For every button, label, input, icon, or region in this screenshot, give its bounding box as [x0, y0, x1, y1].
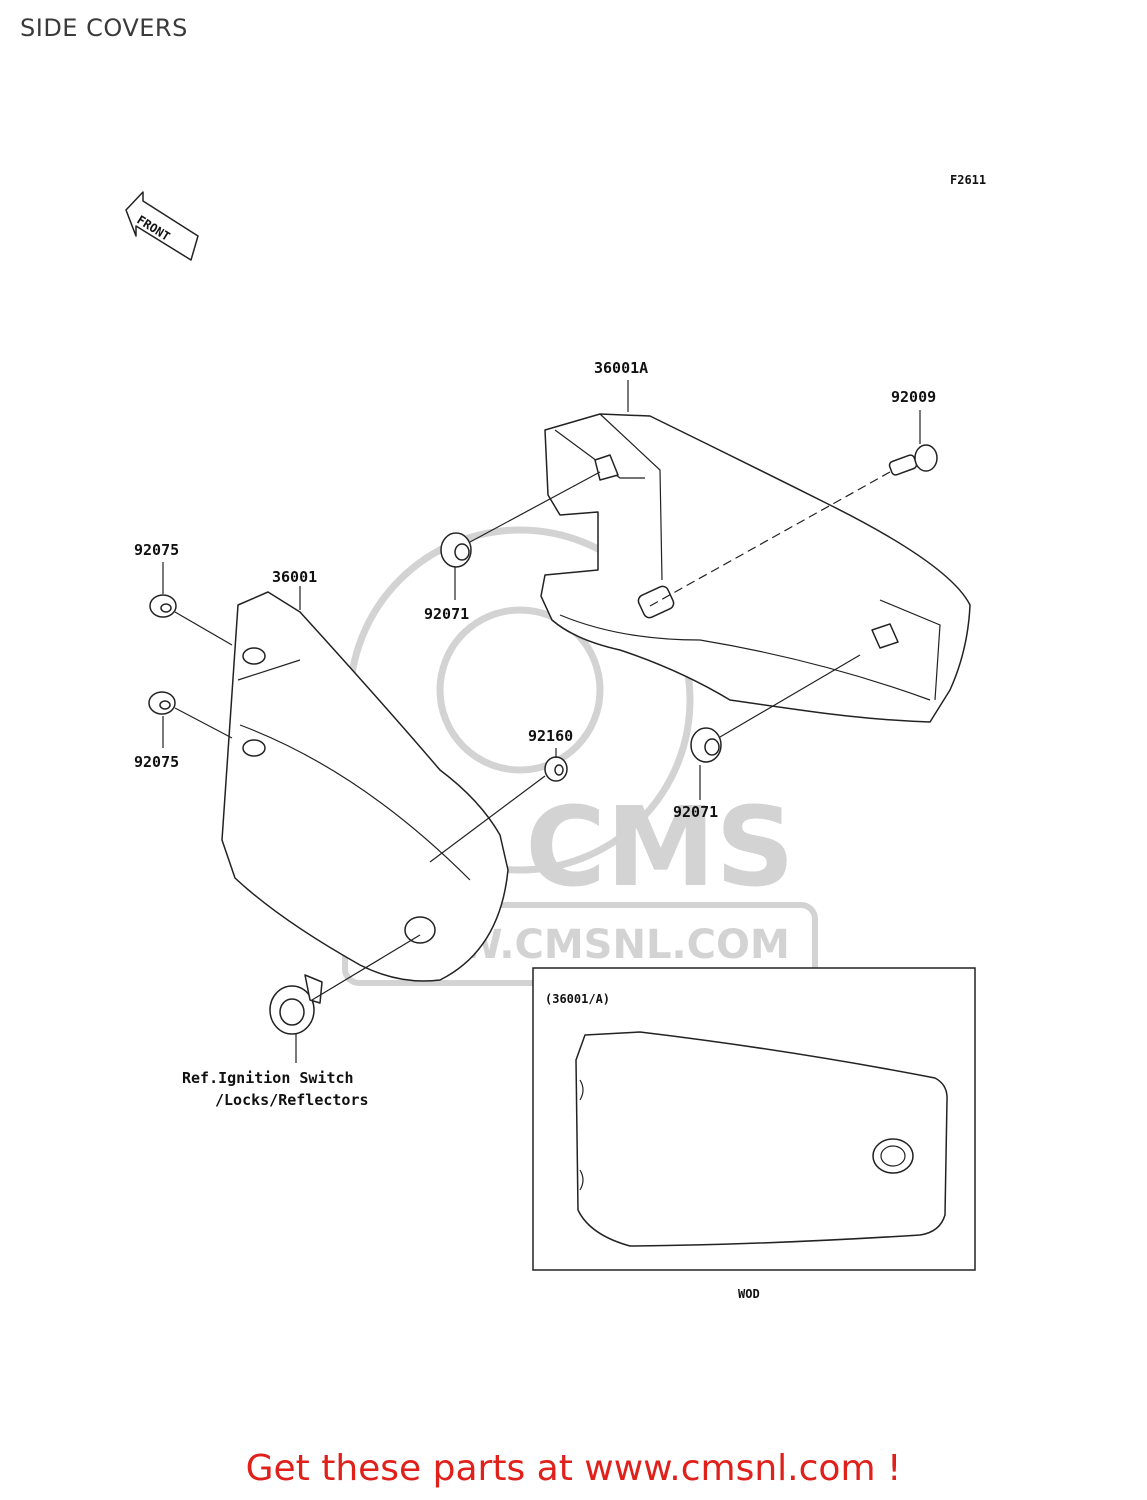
lock-mount-hole	[404, 916, 436, 944]
callout-92160: 92160	[528, 727, 573, 745]
bolt-92009	[888, 444, 938, 476]
cover-hole-upper	[242, 647, 266, 665]
side-cover-36001a	[540, 413, 971, 723]
cover-hole-lower	[242, 739, 266, 757]
grommet-92075-upper	[149, 594, 177, 618]
inset-lock-hole	[872, 1138, 914, 1174]
callout-92009: 92009	[891, 388, 936, 406]
callout-92075-upper: 92075	[134, 541, 179, 559]
parts-diagram: CMS WWW.CMSNL.COM F2611 FRONT	[125, 173, 986, 1301]
watermark-face	[436, 606, 604, 774]
watermark-brand: CMS	[525, 783, 794, 911]
callout-36001: 36001	[272, 568, 317, 586]
reference-note-line1: Ref.Ignition Switch	[182, 1069, 354, 1087]
grommet-92075-lower	[148, 691, 176, 715]
callout-92071-upper: 92071	[424, 605, 469, 623]
ignition-lock	[269, 974, 323, 1035]
side-cover-36001	[221, 591, 509, 982]
page-title: SIDE COVERS	[20, 14, 188, 42]
assembly-lines	[174, 471, 891, 1001]
reference-note-line2: /Locks/Reflectors	[215, 1091, 369, 1109]
leader-lines	[162, 380, 921, 1063]
callout-92071-lower: 92071	[673, 803, 718, 821]
grommet-92160	[544, 756, 568, 782]
callout-92075-lower: 92075	[134, 753, 179, 771]
inset-title: (36001/A)	[545, 992, 610, 1006]
grommet-92071-upper	[440, 532, 472, 568]
callout-36001a: 36001A	[594, 359, 648, 377]
inset-cover-outline	[575, 1031, 948, 1247]
inset-caption: WOD	[738, 1287, 760, 1301]
front-direction-icon: FRONT	[125, 191, 199, 261]
grommet-92071-lower	[690, 727, 722, 763]
figure-code: F2611	[950, 173, 986, 187]
inset-box: (36001/A)	[532, 967, 976, 1271]
cta-link[interactable]: Get these parts at www.cmsnl.com !	[245, 1448, 902, 1489]
